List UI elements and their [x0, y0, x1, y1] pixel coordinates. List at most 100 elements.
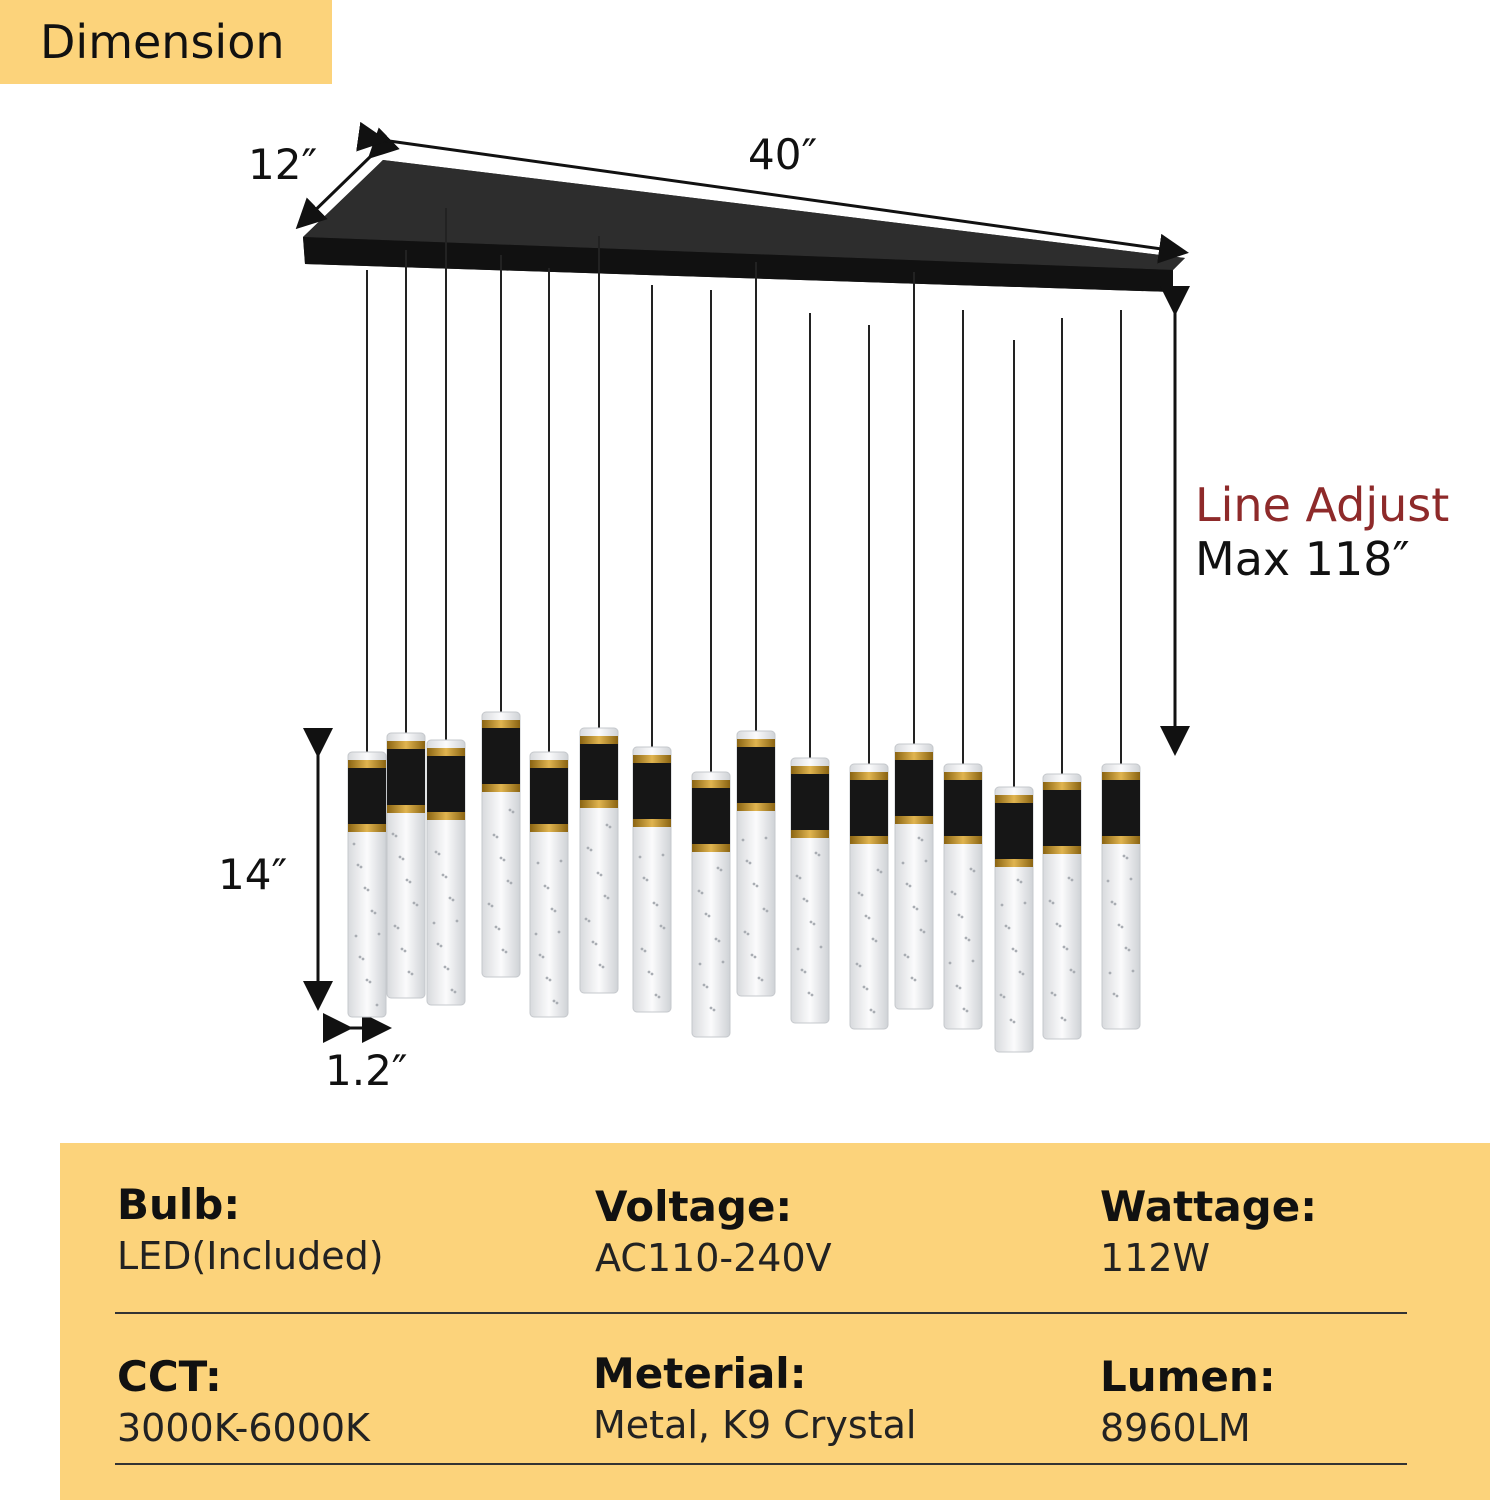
bubble	[599, 873, 603, 877]
gold-ring	[791, 830, 829, 838]
pendant-5	[529, 268, 569, 1018]
bubble	[439, 944, 443, 948]
bubble	[368, 980, 372, 984]
bubble	[755, 884, 759, 888]
bubble	[361, 957, 365, 961]
pendant-12	[894, 272, 934, 1010]
bubble	[764, 836, 768, 840]
gold-ring	[692, 780, 730, 788]
bubble	[408, 880, 412, 884]
bubble	[490, 904, 494, 908]
black-sleeve	[1043, 790, 1081, 846]
gold-ring	[1043, 782, 1081, 790]
bubble	[716, 866, 720, 870]
bubble	[553, 909, 557, 913]
black-sleeve	[580, 744, 618, 800]
bubble	[702, 983, 706, 987]
bubble	[1067, 876, 1071, 880]
bubble	[586, 846, 590, 850]
gold-ring	[482, 784, 520, 792]
bubble	[1004, 924, 1008, 928]
bubble	[1002, 995, 1006, 999]
bubble	[1112, 992, 1116, 996]
pendant-15	[1042, 318, 1082, 1040]
bubble	[534, 932, 538, 936]
gold-ring	[348, 824, 386, 832]
bubble	[446, 967, 450, 971]
pendants	[347, 208, 1141, 1053]
bubble	[1120, 925, 1124, 929]
bubble	[1053, 993, 1057, 997]
black-sleeve	[995, 803, 1033, 859]
bubble	[645, 878, 649, 882]
bubble	[1018, 970, 1022, 974]
gold-ring	[530, 760, 568, 768]
bubble	[910, 976, 914, 980]
gold-ring	[427, 748, 465, 756]
bubble	[807, 991, 811, 995]
bubble	[1113, 902, 1117, 906]
bubble	[948, 961, 952, 965]
bubble	[591, 940, 595, 944]
bubble	[400, 947, 404, 951]
spec-cct-label: CCT:	[117, 1352, 222, 1401]
bubble	[603, 894, 607, 898]
bubble	[358, 955, 362, 959]
bubble	[373, 911, 377, 915]
bubble	[396, 926, 400, 930]
bubble	[913, 978, 917, 982]
bubble	[1012, 1020, 1016, 1024]
bubble	[451, 898, 455, 902]
bubble	[745, 859, 749, 863]
spec-wattage-label: Wattage:	[1100, 1182, 1318, 1231]
spec-wattage-value: 112W	[1100, 1236, 1211, 1280]
bubble	[647, 970, 651, 974]
bubble	[640, 947, 644, 951]
bubble	[412, 901, 416, 905]
spec-voltage-label: Voltage:	[595, 1182, 793, 1231]
chandelier-diagram	[295, 121, 1190, 1053]
black-sleeve	[482, 728, 520, 784]
bubble	[487, 902, 491, 906]
bubble	[541, 955, 545, 959]
bubble	[657, 995, 661, 999]
bubble	[965, 1009, 969, 1013]
bubble	[958, 986, 962, 990]
black-sleeve	[348, 768, 386, 824]
bubble	[366, 888, 370, 892]
bubble	[707, 914, 711, 918]
spec-lumen: Lumen: 8960LM	[1100, 1351, 1276, 1453]
bubble	[765, 909, 769, 913]
bubble	[437, 852, 441, 856]
pendant-3	[426, 208, 466, 1006]
bubble	[800, 968, 804, 972]
gold-ring	[348, 760, 386, 768]
bubble	[999, 993, 1003, 997]
bubble	[757, 976, 761, 980]
gold-ring	[850, 836, 888, 844]
bubble	[546, 886, 550, 890]
black-sleeve	[791, 774, 829, 830]
bubble	[638, 855, 642, 859]
bubble	[879, 870, 883, 874]
bubble	[352, 842, 356, 846]
canopy	[303, 160, 1185, 292]
bubble	[659, 924, 663, 928]
bubble	[497, 927, 501, 931]
gold-ring	[580, 800, 618, 808]
bubble	[1000, 903, 1004, 907]
bubble	[721, 960, 725, 964]
bubble	[1115, 994, 1119, 998]
bubble	[538, 953, 542, 957]
bubble	[1124, 946, 1128, 950]
bubble	[809, 920, 813, 924]
bubble	[874, 939, 878, 943]
gold-ring	[995, 859, 1033, 867]
bubble	[1065, 947, 1069, 951]
bubble	[955, 984, 959, 988]
bubble	[455, 919, 459, 923]
gold-ring	[387, 741, 425, 749]
bubble	[432, 921, 436, 925]
bubble	[536, 861, 540, 865]
bubble	[1070, 878, 1074, 882]
